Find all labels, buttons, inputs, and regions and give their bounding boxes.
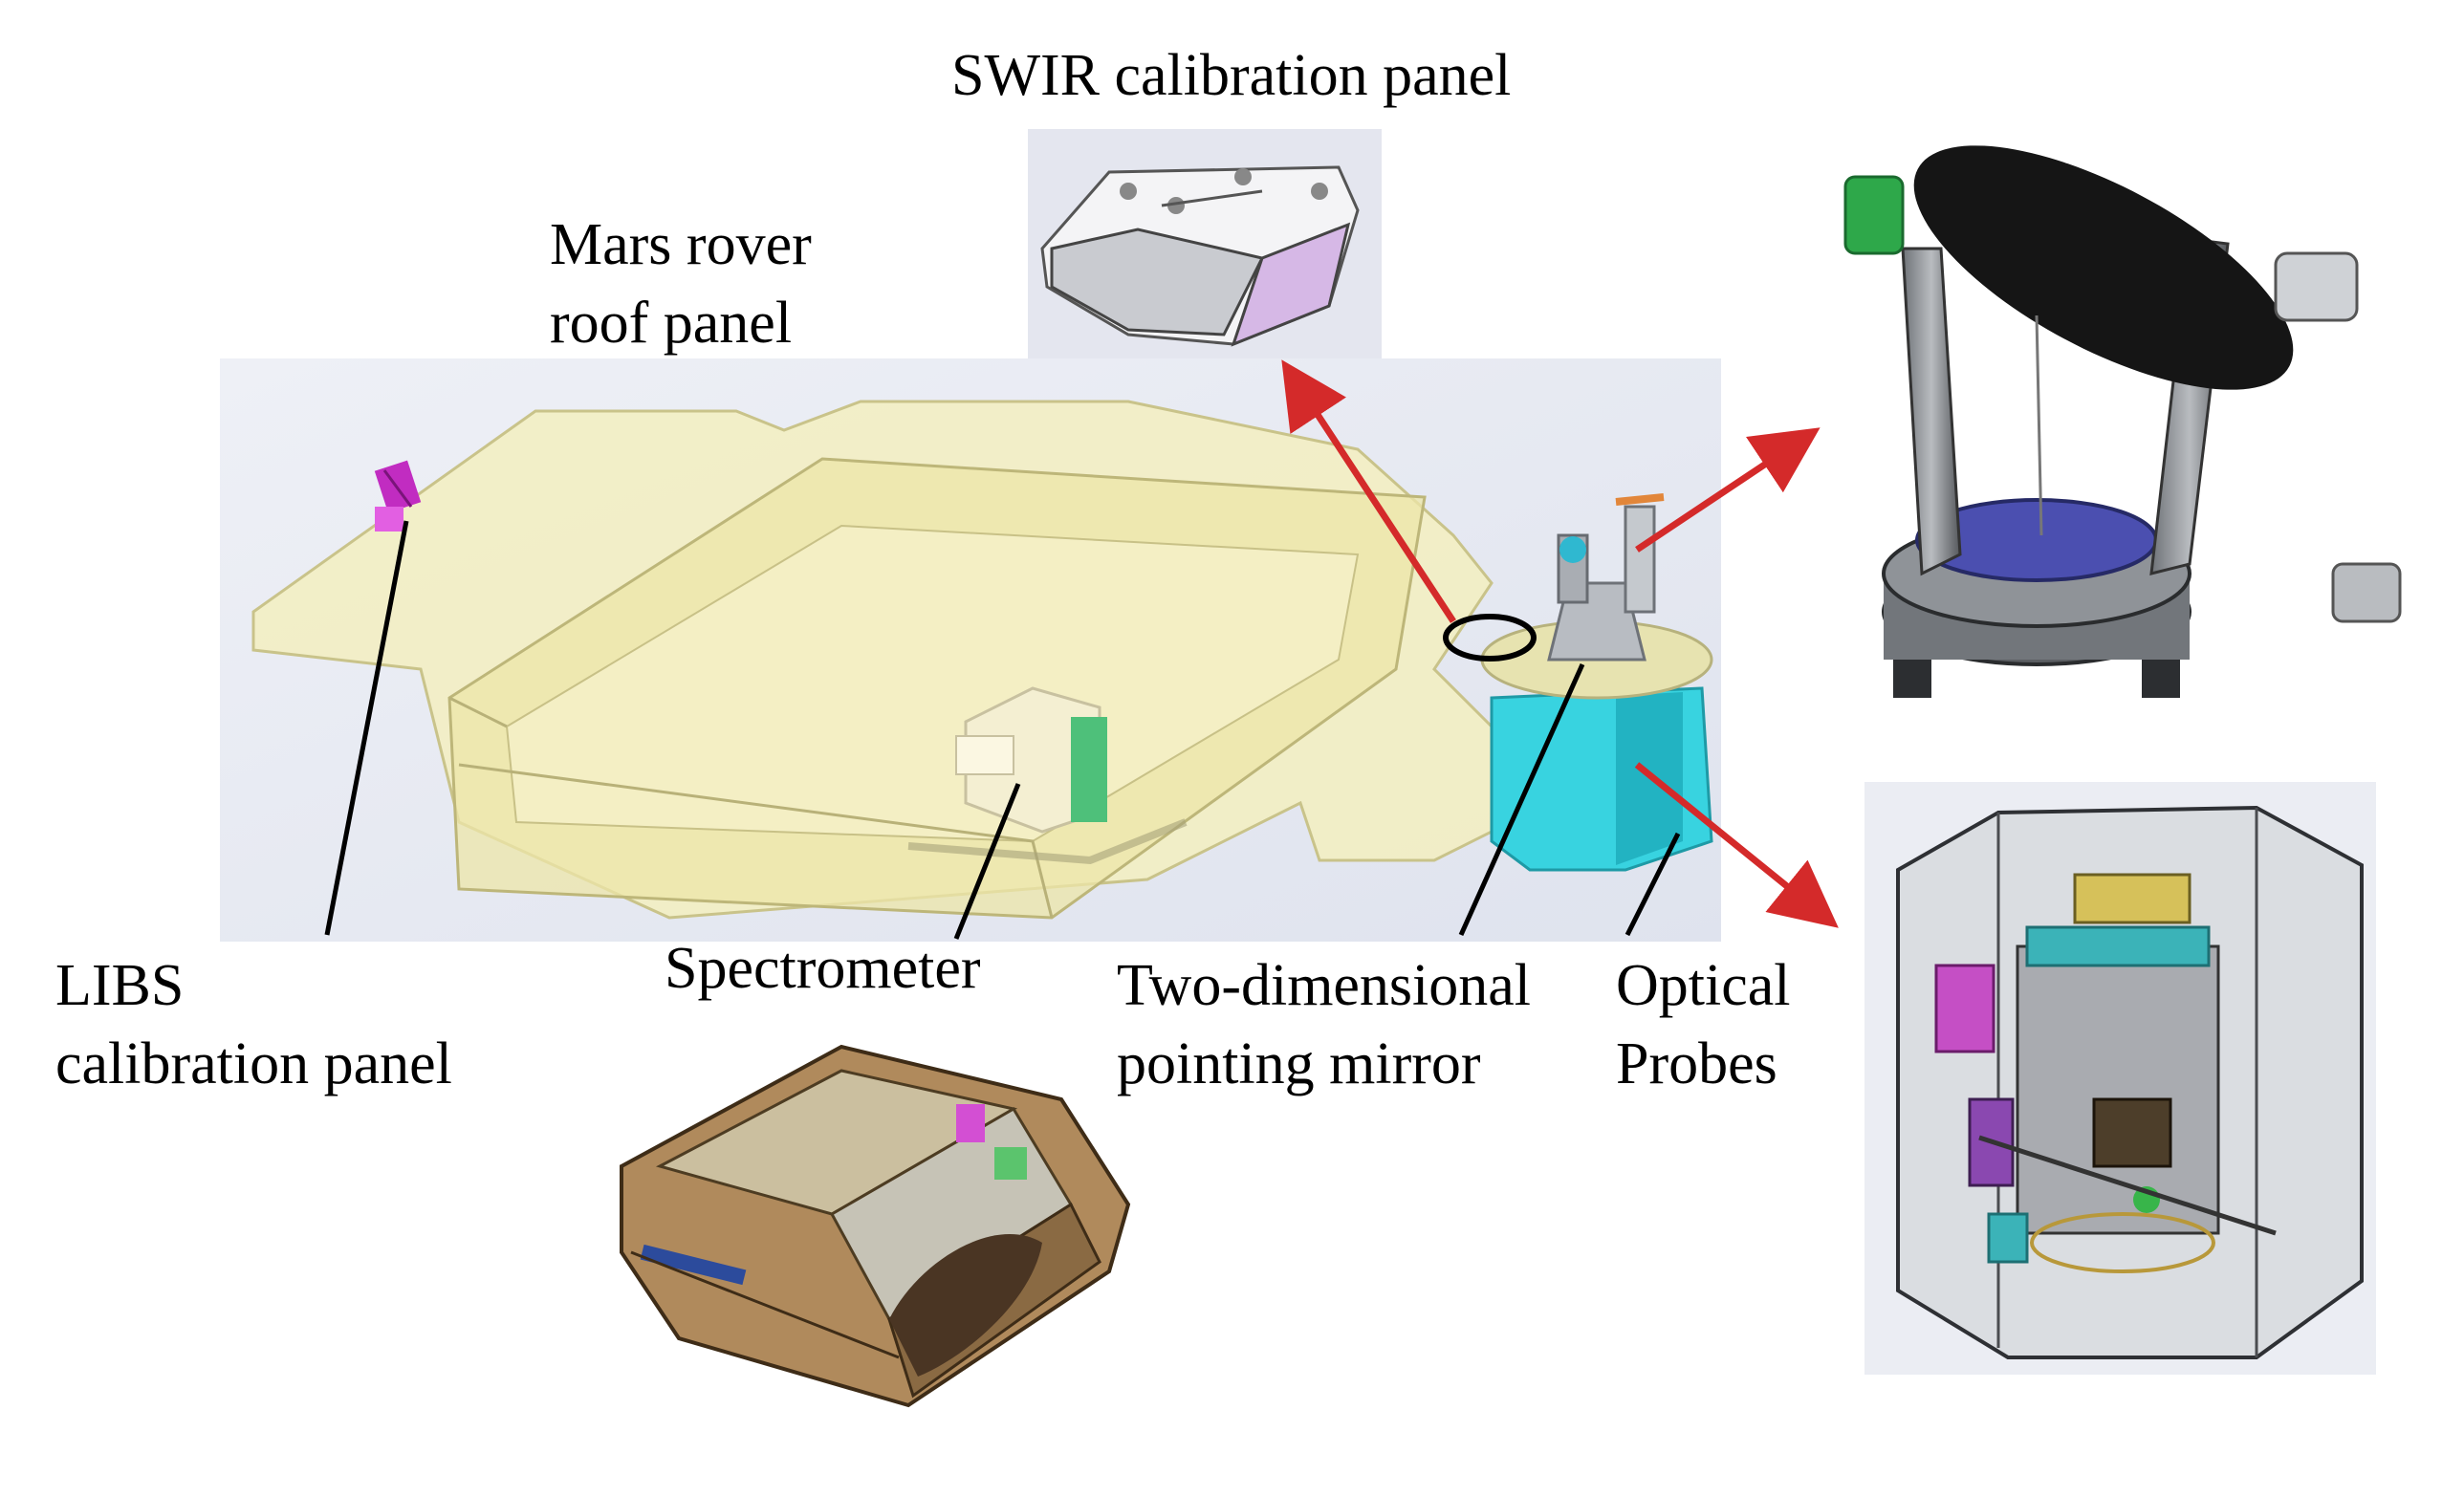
label-libs-line-2: calibration panel	[55, 1031, 452, 1096]
arrow-to-probes-render	[1634, 762, 1839, 928]
optical-probes-render	[1864, 782, 2376, 1375]
label-roof-line-1: Mars rover	[550, 212, 812, 277]
libs-leader-line	[324, 520, 409, 936]
arrow-to-swir-panel	[1281, 359, 1456, 623]
roof-panel-render	[220, 358, 1721, 942]
spectrometer-in-scene	[955, 686, 1107, 834]
mirror-leader-line	[1458, 662, 1585, 937]
callout-arrows	[1281, 359, 1839, 928]
label-mars-rover-roof-panel: Mars rover roof panel	[550, 206, 812, 362]
libs-calibration-target	[374, 460, 422, 532]
pointing-mirror-render	[1843, 145, 2402, 698]
label-two-dimensional-pointing-mirror: Two-dimensional pointing mirror	[1117, 946, 1531, 1103]
label-swir-text: SWIR calibration panel	[951, 43, 1512, 108]
swir-panel-render	[1028, 129, 1382, 358]
mirror-surface	[1913, 145, 2294, 390]
optical-probe-in-scene	[1480, 493, 1713, 872]
label-mirror-line-1: Two-dimensional	[1117, 953, 1532, 1018]
spectrometer-leader-line	[953, 783, 1021, 940]
probes-leader-line	[1624, 832, 1681, 937]
arrow-to-mirror-render	[1635, 427, 1821, 553]
label-libs-calibration-panel: LIBS calibration panel	[55, 946, 452, 1103]
label-optical-probes: Optical Probes	[1616, 946, 1791, 1103]
spectrometer-render	[620, 1044, 1131, 1408]
leader-lines	[324, 520, 1681, 940]
label-probes-line-2: Probes	[1616, 1031, 1777, 1096]
position-marker-ellipse	[1443, 614, 1537, 662]
label-mirror-line-2: pointing mirror	[1117, 1031, 1481, 1096]
label-libs-line-1: LIBS	[55, 953, 185, 1018]
label-spectrometer: Spectrometer	[665, 929, 981, 1008]
label-spectrometer-text: Spectrometer	[665, 936, 981, 1001]
label-probes-line-1: Optical	[1616, 953, 1791, 1018]
label-swir-calibration-panel: SWIR calibration panel	[951, 36, 1511, 115]
label-roof-line-2: roof panel	[550, 291, 793, 356]
